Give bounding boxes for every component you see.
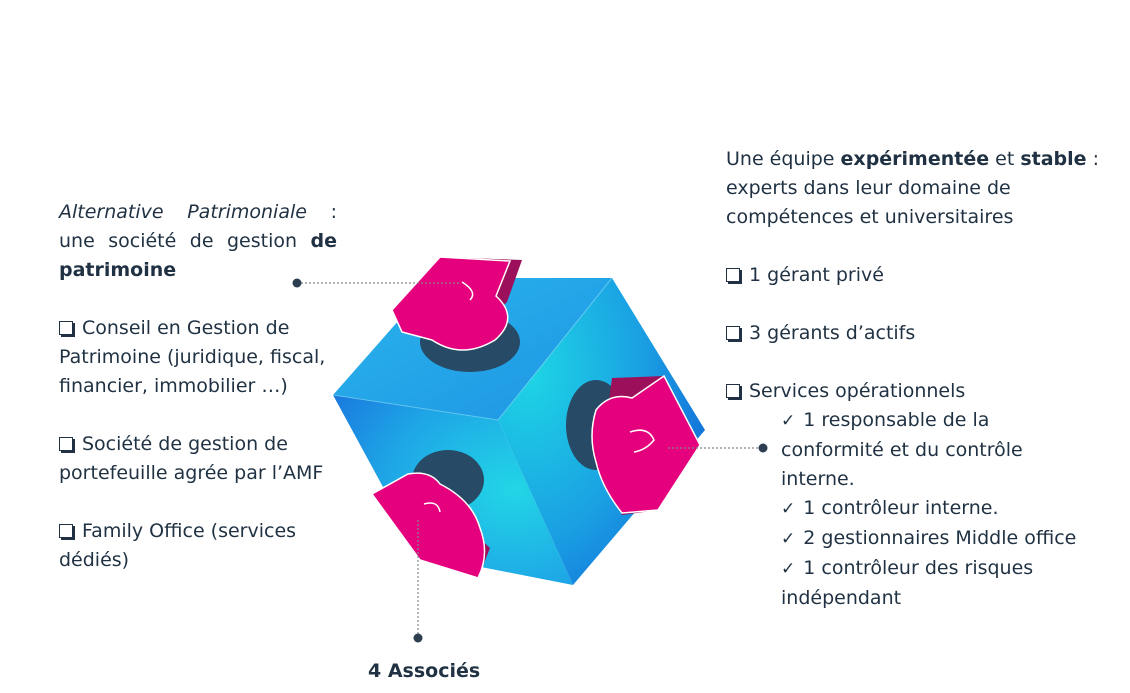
checkmark-icon: ✓ <box>781 559 796 579</box>
connector-dot-left <box>292 278 302 288</box>
right-text-block: Une équipe expérimentée et stable : expe… <box>726 145 1106 613</box>
checkmark-icon: ✓ <box>781 499 796 519</box>
left-title-line: Alternative Patrimoniale : <box>59 201 337 223</box>
connector-dot-bottom <box>413 633 423 643</box>
checkmark-icon: ✓ <box>781 529 796 549</box>
right-sublist: ✓1 responsable de la conformité et du co… <box>726 406 1106 613</box>
checkbox-icon <box>726 268 740 282</box>
right-intro-line: Une équipe expérimentée et stable : <box>726 148 1100 170</box>
puzzle-piece-right <box>566 374 701 515</box>
left-list-item: Family Office (services dédiés) <box>59 520 297 571</box>
checkbox-icon <box>59 321 73 335</box>
bottom-label-associes: 4 Associés <box>368 660 481 682</box>
checkbox-icon <box>59 524 73 538</box>
checkmark-icon: ✓ <box>781 411 796 431</box>
checkbox-icon <box>59 437 73 451</box>
right-intro-line: compétences et universitaires <box>726 206 1014 228</box>
puzzle-piece-top <box>391 256 522 372</box>
left-list-item: Société de gestion de portefeuille agrée… <box>59 433 324 484</box>
sublist-item: ✓1 contrôleur des risques <box>781 554 1106 584</box>
left-list-item: Conseil en Gestion de Patrimoine (juridi… <box>59 317 326 397</box>
puzzle-piece-bottom <box>370 450 490 579</box>
sublist-item: ✓2 gestionnaires Middle office <box>781 524 1106 554</box>
right-list-item: 3 gérants d’actifs <box>726 319 1106 348</box>
left-subtitle-bold: patrimoine <box>59 259 177 281</box>
sublist-item: ✓1 responsable de la <box>781 406 1106 436</box>
checkbox-icon <box>726 384 740 398</box>
right-list-item: Services opérationnels <box>726 377 1106 406</box>
left-text-block: Alternative Patrimoniale : une société d… <box>59 198 337 575</box>
connector-dot-right <box>758 443 768 453</box>
sublist-item: ✓1 contrôleur interne. <box>781 494 1106 524</box>
right-intro-line: experts dans leur domaine de <box>726 177 1011 199</box>
left-subtitle-line: une société de gestion de <box>59 230 337 252</box>
checkbox-icon <box>726 326 740 340</box>
right-list-item: 1 gérant privé <box>726 261 1106 290</box>
